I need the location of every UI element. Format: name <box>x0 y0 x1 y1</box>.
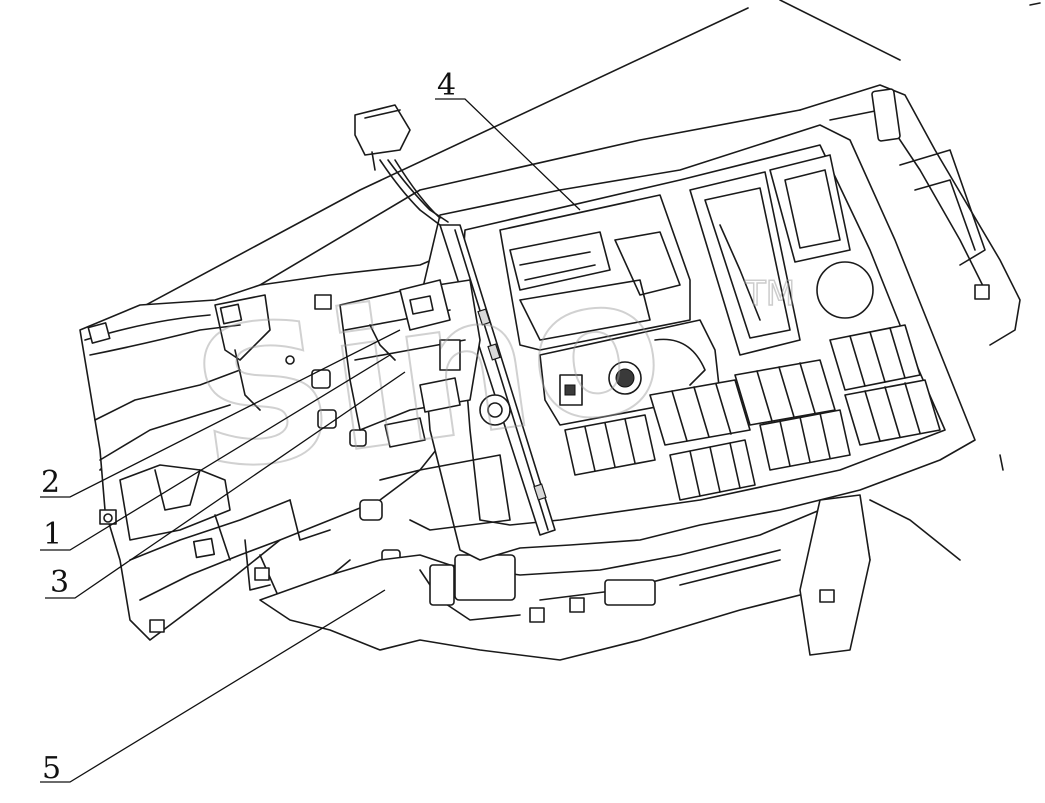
switch-bank-left <box>564 414 656 476</box>
right-frame <box>799 2 1041 656</box>
switch-bank-center <box>649 379 751 446</box>
callout-4: 4 <box>437 68 456 103</box>
callout-5: 5 <box>42 751 61 786</box>
console-vents <box>689 154 874 356</box>
leader-line-1 <box>40 354 391 551</box>
callout-1: 1 <box>43 517 62 552</box>
switch-bank-right-bottom <box>844 379 941 446</box>
radio-module <box>499 194 691 351</box>
wiring-harness <box>354 104 449 226</box>
leader-line-5 <box>40 589 386 783</box>
callout-3: 3 <box>50 565 69 600</box>
callout-labels: 4 2 1 3 5 <box>41 68 456 786</box>
leader-line-2 <box>40 329 401 498</box>
callout-2: 2 <box>41 465 60 500</box>
switch-bank-lower <box>669 439 756 501</box>
leader-lines <box>40 98 581 783</box>
switch-bank-right-low <box>759 409 851 471</box>
switch-bank-mid <box>734 359 836 426</box>
switch-bank-right-top <box>829 324 921 391</box>
leader-line-3 <box>45 371 406 599</box>
leader-line-4 <box>435 98 581 211</box>
watermark-trademark: TM <box>744 274 795 314</box>
